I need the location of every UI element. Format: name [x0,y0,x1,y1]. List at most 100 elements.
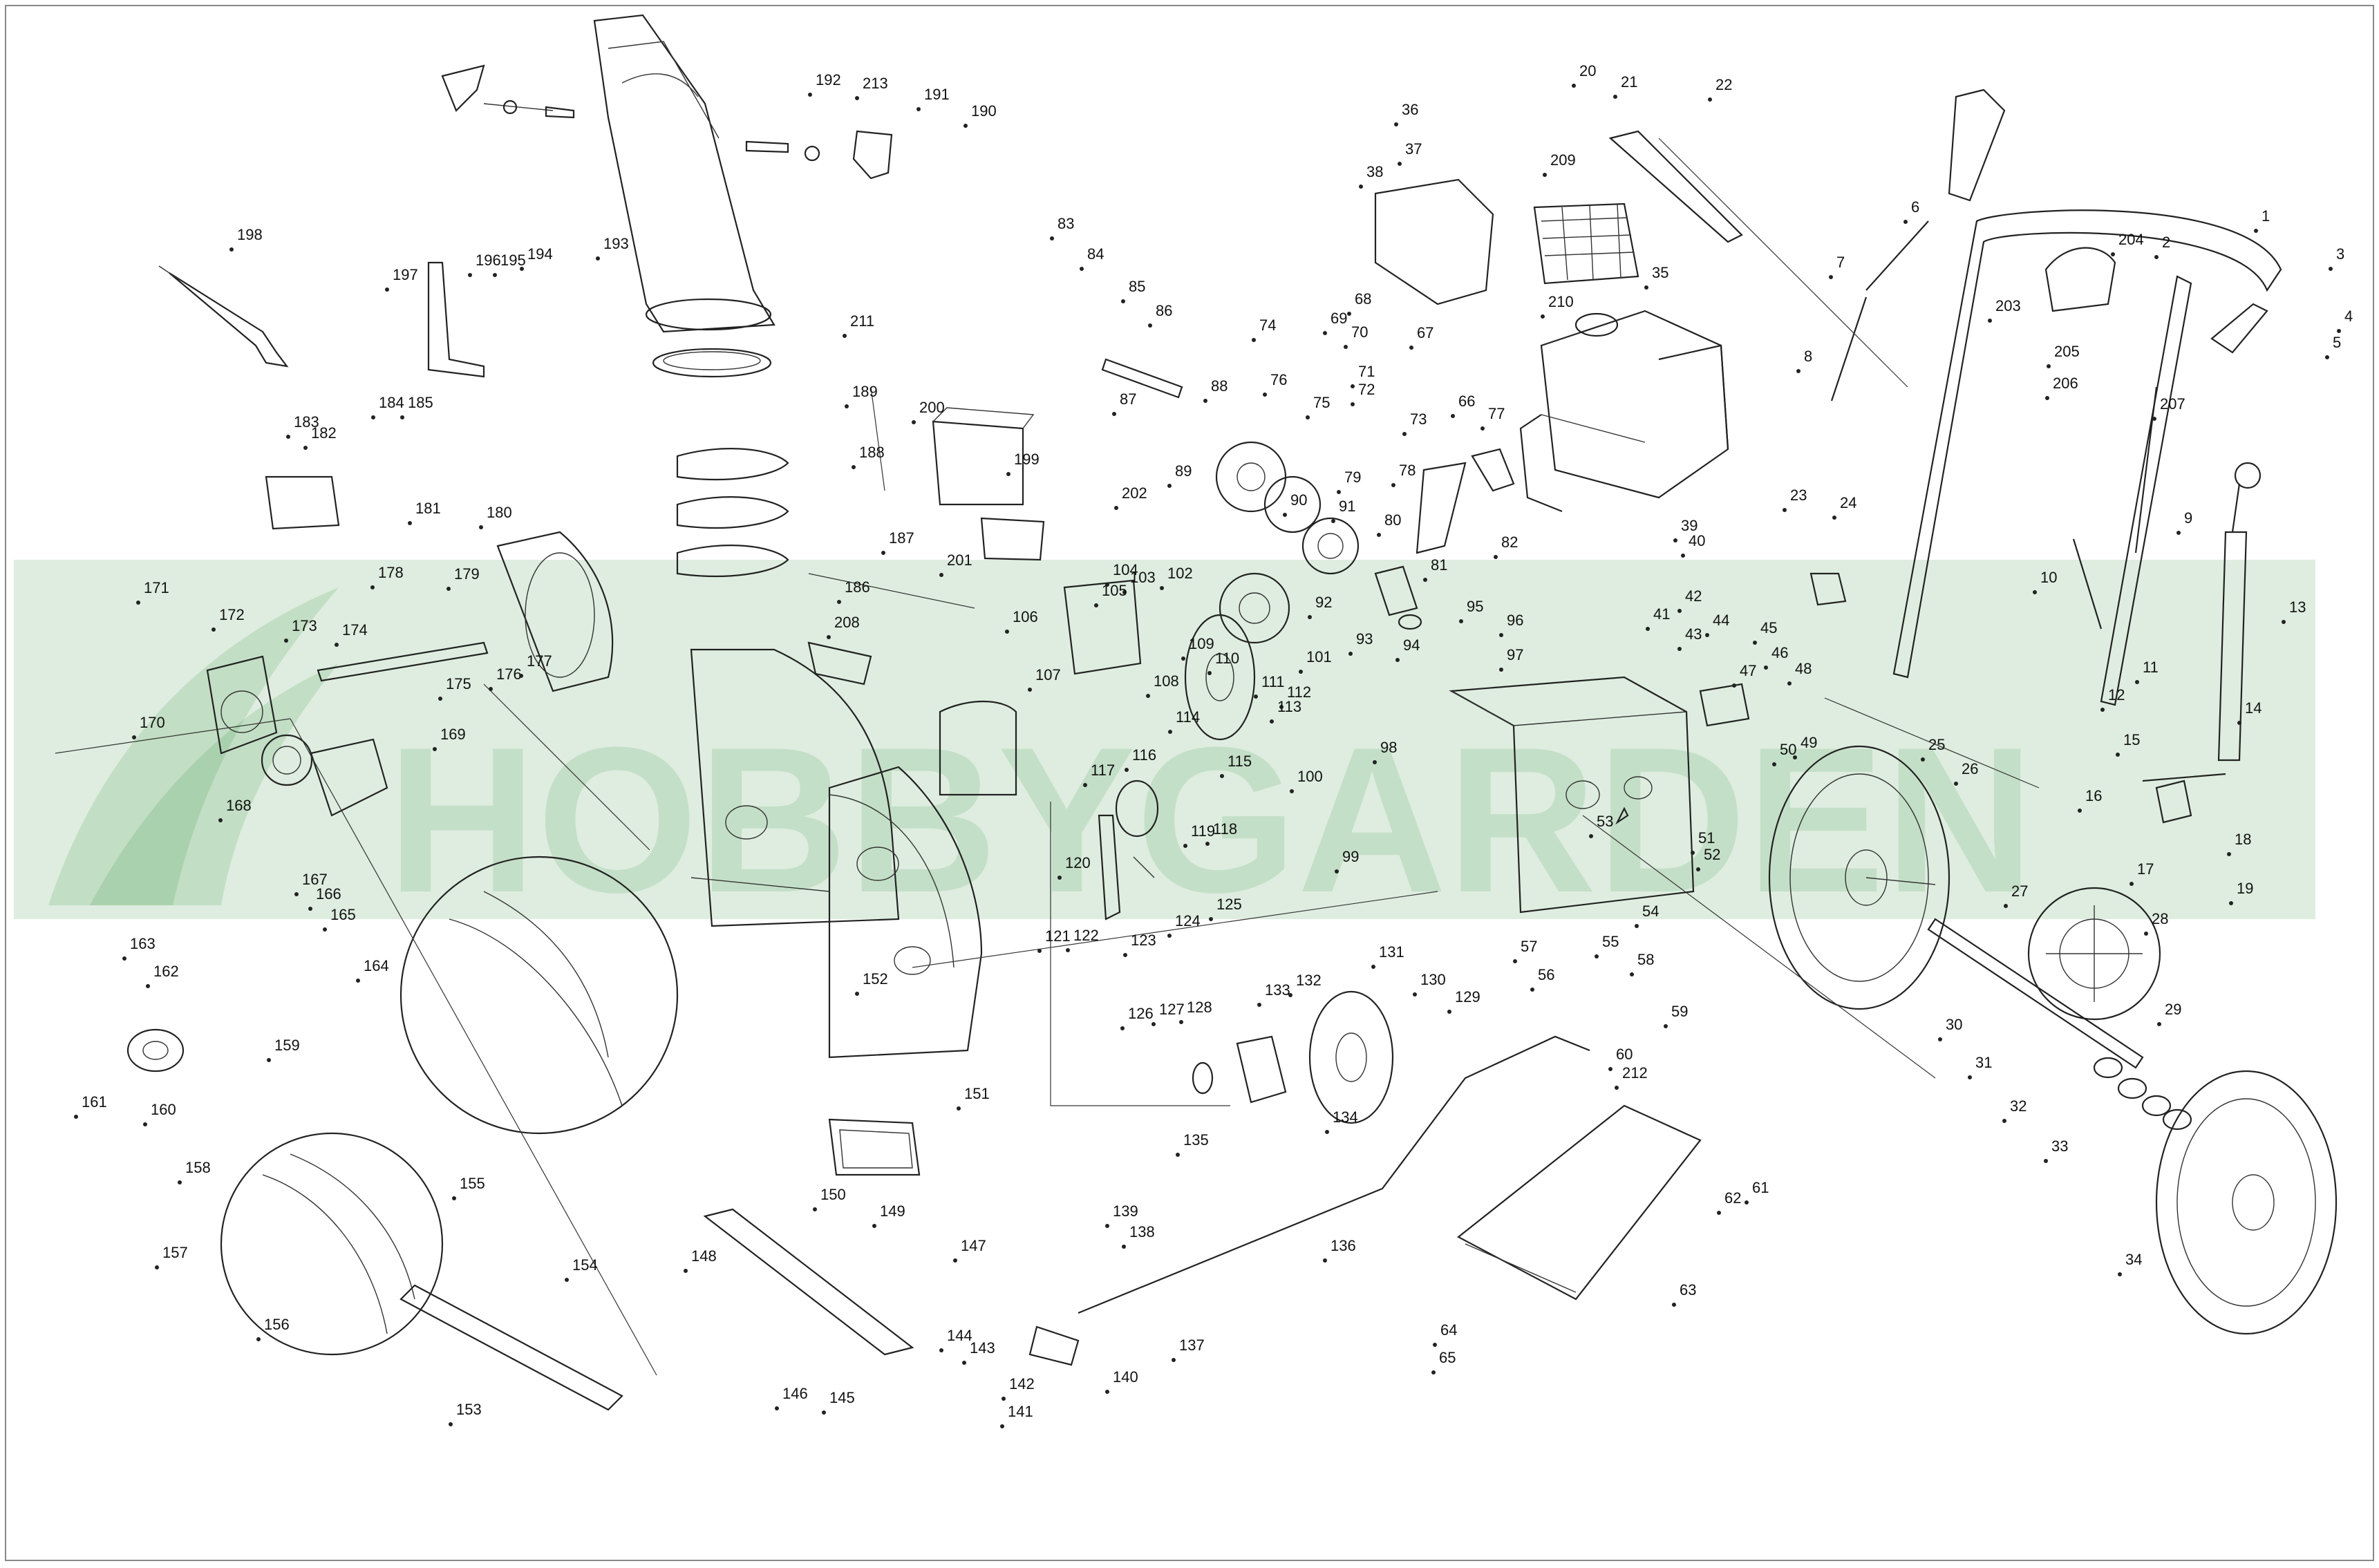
part-label-25: 25 [1928,736,1945,753]
part-label-145: 145 [829,1389,855,1406]
leader-dot-157 [155,1265,159,1269]
leader-dot-109 [1181,657,1185,661]
part-label-76: 76 [1270,371,1287,388]
leader-dot-110 [1207,671,1212,675]
part-label-136: 136 [1330,1237,1356,1254]
part-label-187: 187 [889,529,914,547]
part-label-88: 88 [1211,377,1228,395]
leader-dot-71 [1351,384,1355,388]
part-label-62: 62 [1724,1189,1741,1207]
part-label-38: 38 [1366,163,1383,180]
leader-dot-162 [146,984,150,988]
leader-dot-171 [136,601,140,605]
leader-dot-22 [1708,97,1712,102]
part-label-173: 173 [292,617,317,634]
part-label-13: 13 [2289,598,2306,616]
leader-dot-13 [2282,620,2286,624]
leader-dot-158 [178,1180,182,1184]
part-label-59: 59 [1671,1003,1688,1020]
leader-dot-124 [1167,934,1172,938]
leader-dot-95 [1459,619,1463,623]
part-label-171: 171 [144,579,169,596]
leader-dot-27 [2004,904,2008,908]
leader-dot-79 [1337,490,1341,494]
part-label-19: 19 [2237,880,2253,897]
leader-dot-63 [1672,1303,1676,1307]
leader-dot-89 [1167,484,1172,488]
leader-dot-159 [267,1058,271,1062]
leader-dot-166 [308,907,312,911]
leader-dot-178 [370,585,375,589]
leader-dot-153 [449,1422,453,1426]
leader-dot-72 [1351,402,1355,406]
leader-dot-138 [1122,1245,1126,1249]
leader-dot-182 [303,446,308,450]
leader-dot-45 [1753,641,1757,645]
leader-dot-40 [1681,554,1685,558]
leader-dot-76 [1263,393,1267,397]
part-label-44: 44 [1713,612,1729,629]
leader-dot-61 [1745,1200,1749,1205]
part-label-196: 196 [476,252,501,269]
part-label-108: 108 [1154,672,1179,690]
leader-dot-108 [1146,694,1150,698]
part-label-60: 60 [1616,1046,1633,1063]
part-label-85: 85 [1129,278,1145,295]
part-label-141: 141 [1008,1403,1033,1420]
leader-dot-38 [1359,185,1363,189]
part-label-125: 125 [1216,896,1242,913]
leader-dot-213 [855,96,859,100]
part-label-129: 129 [1455,988,1480,1005]
part-label-94: 94 [1403,636,1420,654]
leader-dot-69 [1323,331,1327,335]
part-label-57: 57 [1521,938,1537,955]
leader-dot-77 [1480,426,1485,431]
part-label-54: 54 [1642,903,1659,920]
part-label-168: 168 [226,797,252,814]
leader-dot-31 [1968,1075,1972,1079]
part-label-10: 10 [2040,569,2057,586]
leader-dot-81 [1423,578,1427,582]
leader-dot-52 [1696,867,1700,871]
leader-dot-74 [1252,338,1256,342]
part-label-186: 186 [845,578,870,596]
part-label-14: 14 [2245,699,2262,717]
part-label-90: 90 [1290,491,1307,509]
leader-dot-35 [1644,285,1648,290]
part-label-118: 118 [1213,820,1237,838]
leader-dot-4 [2337,329,2341,333]
leader-dot-98 [1373,760,1377,764]
part-label-22: 22 [1715,76,1732,93]
leader-dot-114 [1168,730,1172,734]
part-label-139: 139 [1113,1202,1138,1220]
leader-dot-125 [1209,917,1213,921]
leader-dot-53 [1589,834,1593,838]
leader-dot-167 [294,892,299,896]
leader-dot-136 [1323,1258,1327,1263]
part-label-115: 115 [1228,753,1252,770]
leader-dot-1 [2254,229,2258,233]
leader-dot-145 [822,1410,826,1415]
leader-dot-49 [1793,755,1797,759]
leader-dot-19 [2229,901,2233,905]
part-label-34: 34 [2125,1251,2142,1268]
leader-dot-189 [845,404,849,408]
leader-dot-192 [808,93,812,97]
leader-dot-28 [2144,932,2148,936]
part-label-104: 104 [1113,561,1138,578]
leader-dot-86 [1148,323,1152,328]
leader-dot-198 [229,247,234,252]
leader-dot-25 [1921,757,1925,762]
part-label-167: 167 [302,871,328,888]
leader-dot-119 [1183,844,1187,848]
part-label-155: 155 [460,1175,485,1192]
part-label-123: 123 [1131,932,1156,949]
leader-dot-172 [211,627,216,632]
part-label-207: 207 [2160,395,2185,413]
leader-dot-184 [371,415,375,419]
leader-dot-51 [1691,851,1695,855]
leader-dot-68 [1347,312,1351,316]
leader-dot-106 [1005,630,1009,634]
part-label-73: 73 [1410,410,1427,428]
leader-dot-147 [953,1258,957,1263]
